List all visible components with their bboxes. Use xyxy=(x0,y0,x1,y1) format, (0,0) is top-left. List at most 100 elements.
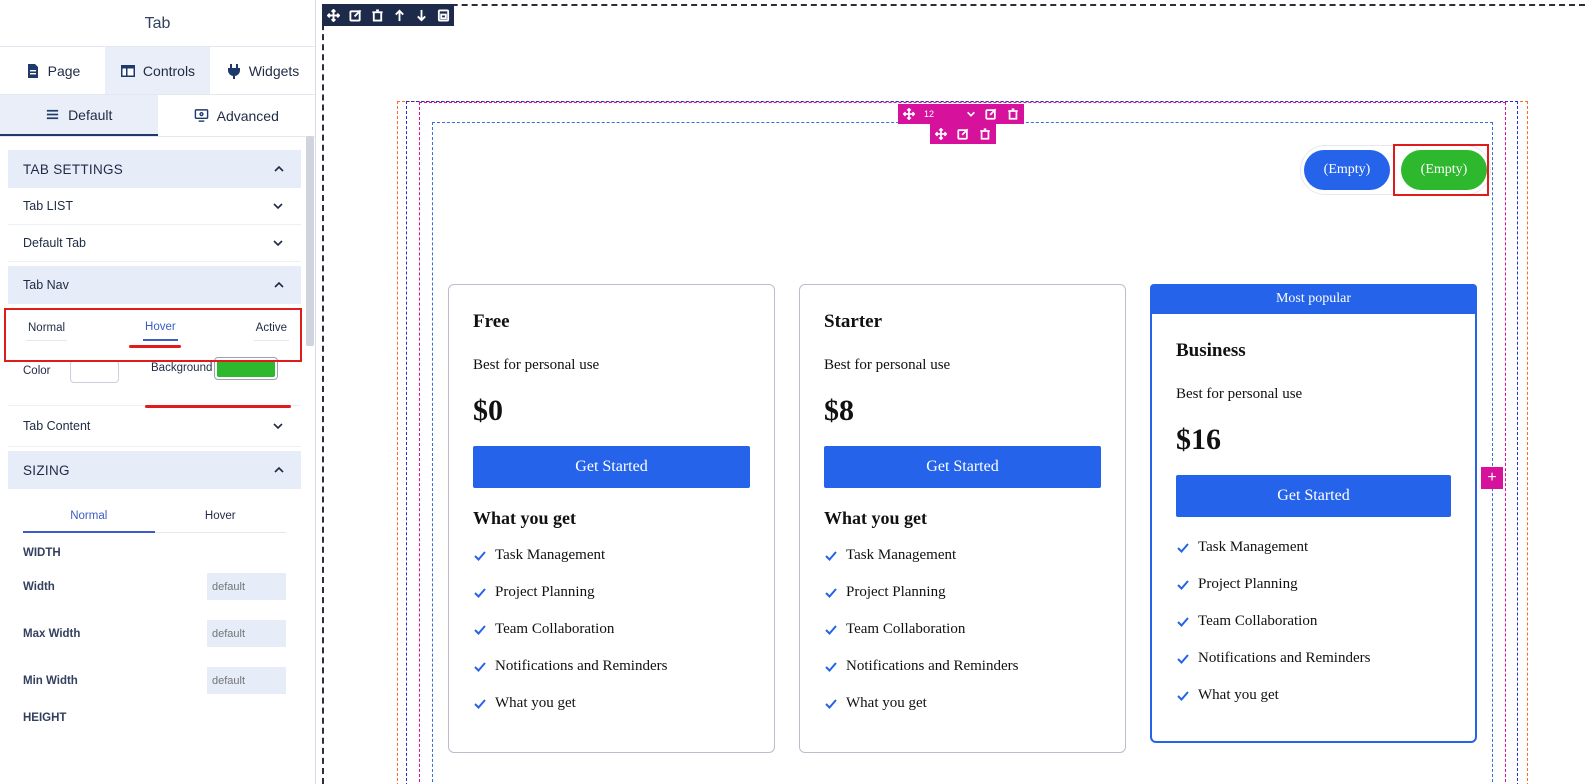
check-icon xyxy=(825,624,837,635)
column-move-button[interactable] xyxy=(930,124,952,144)
tab-nav-item-1-label: (Empty) xyxy=(1323,162,1371,177)
feature-label: Team Collaboration xyxy=(1198,613,1318,629)
row-tab-list[interactable]: Tab LIST xyxy=(8,188,301,225)
check-icon xyxy=(1177,542,1189,553)
chevron-down-icon xyxy=(273,240,283,247)
panel-scrollbar[interactable] xyxy=(306,136,314,346)
settings-panel: Tab Page Controls Widgets Default Advanc… xyxy=(0,0,316,784)
move-up-button[interactable] xyxy=(388,4,410,26)
row-toolbar: 12 xyxy=(898,104,1024,124)
row-move-button[interactable] xyxy=(898,104,920,124)
tab-page[interactable]: Page xyxy=(0,47,105,94)
plan-name: Business xyxy=(1176,340,1246,361)
width-input[interactable] xyxy=(207,573,286,600)
state-hover[interactable]: Hover xyxy=(143,315,178,341)
color-swatch[interactable] xyxy=(70,359,120,383)
get-started-button[interactable]: Get Started xyxy=(824,446,1101,488)
row-tab-content-label: Tab Content xyxy=(23,419,91,433)
field-max-width: Max Width xyxy=(8,610,301,657)
min-width-input[interactable] xyxy=(207,667,286,694)
check-icon xyxy=(474,661,486,672)
check-icon xyxy=(1177,690,1189,701)
check-icon xyxy=(825,661,837,672)
subtab-advanced-label: Advanced xyxy=(216,107,279,124)
tab-controls[interactable]: Controls xyxy=(105,47,210,94)
list-item: Task Management xyxy=(824,537,1101,574)
color-label: Color xyxy=(23,365,51,377)
features-heading: What you get xyxy=(824,508,927,528)
tab-widgets-label: Widgets xyxy=(248,62,300,79)
plan-card-business: Most popular Business Best for personal … xyxy=(1150,284,1477,743)
feature-label: Task Management xyxy=(846,547,957,563)
edit-button[interactable] xyxy=(344,4,366,26)
section-sizing[interactable]: SIZING xyxy=(8,451,301,489)
column-edit-button[interactable] xyxy=(952,124,974,144)
field-width: Width xyxy=(8,563,301,610)
subtab-default-label: Default xyxy=(68,106,113,123)
field-width-label: Width xyxy=(23,580,55,593)
check-icon xyxy=(474,698,486,709)
feature-label: Team Collaboration xyxy=(495,621,615,637)
edit-icon xyxy=(985,108,997,120)
feature-label: Team Collaboration xyxy=(846,621,966,637)
subtab-default[interactable]: Default xyxy=(0,95,158,136)
move-icon xyxy=(903,108,915,120)
check-icon xyxy=(825,587,837,598)
background-swatch[interactable] xyxy=(214,357,278,380)
chevron-up-icon xyxy=(274,281,284,288)
check-icon xyxy=(1177,653,1189,664)
tab-nav-item-2[interactable]: (Empty) xyxy=(1401,150,1487,190)
save-block-button[interactable] xyxy=(432,4,454,26)
plan-desc: Best for personal use xyxy=(824,357,951,373)
check-icon xyxy=(1177,579,1189,590)
max-width-input[interactable] xyxy=(207,620,286,647)
sizing-tab-normal[interactable]: Normal xyxy=(23,501,155,533)
plan-name: Starter xyxy=(824,311,883,332)
list-item: What you get xyxy=(824,685,1101,722)
column-toolbar xyxy=(930,124,996,144)
document-icon xyxy=(27,63,38,78)
tab-nav-color-row: Color Background xyxy=(8,352,301,390)
add-element-button[interactable]: + xyxy=(1481,467,1503,489)
check-icon xyxy=(474,550,486,561)
plan-desc: Best for personal use xyxy=(473,357,600,373)
list-item: Project Planning xyxy=(473,574,750,611)
subtab-advanced[interactable]: Advanced xyxy=(158,95,316,136)
trash-icon xyxy=(371,8,383,22)
get-started-button[interactable]: Get Started xyxy=(473,446,750,488)
section-tab-settings[interactable]: TAB SETTINGS xyxy=(8,150,301,188)
row-default-tab[interactable]: Default Tab xyxy=(8,225,301,262)
section-toolbar xyxy=(322,4,454,26)
most-popular-badge: Most popular xyxy=(1150,284,1477,314)
move-down-button[interactable] xyxy=(410,4,432,26)
field-min-width-label: Min Width xyxy=(23,674,78,687)
list-item: Notifications and Reminders xyxy=(1176,640,1451,677)
arrow-up-icon xyxy=(394,9,404,21)
plan-price: $0 xyxy=(473,394,503,427)
feature-label: What you get xyxy=(495,695,576,711)
move-icon xyxy=(326,8,340,22)
move-icon xyxy=(935,128,947,140)
row-edit-button[interactable] xyxy=(980,104,1002,124)
tab-widgets[interactable]: Widgets xyxy=(210,47,315,94)
state-active[interactable]: Active xyxy=(253,316,289,341)
row-delete-button[interactable] xyxy=(1002,104,1024,124)
delete-button[interactable] xyxy=(366,4,388,26)
row-tab-nav[interactable]: Tab Nav xyxy=(8,266,301,304)
row-tab-list-label: Tab LIST xyxy=(23,199,74,213)
get-started-button[interactable]: Get Started xyxy=(1176,475,1451,517)
spacer xyxy=(8,390,301,406)
panel-title: Tab xyxy=(0,0,315,47)
list-item: Team Collaboration xyxy=(473,611,750,648)
state-normal[interactable]: Normal xyxy=(26,316,68,341)
column-delete-button[interactable] xyxy=(974,124,996,144)
tab-nav-item-2-label: (Empty) xyxy=(1420,162,1468,177)
tab-nav-item-1[interactable]: (Empty) xyxy=(1304,150,1390,190)
field-min-width: Min Width xyxy=(8,657,301,704)
sizing-tab-hover[interactable]: Hover xyxy=(154,501,286,533)
move-button[interactable] xyxy=(322,4,344,26)
save-icon xyxy=(437,8,449,22)
row-tab-content[interactable]: Tab Content xyxy=(8,406,301,447)
feature-label: Notifications and Reminders xyxy=(846,658,1019,674)
column-select[interactable]: 12 xyxy=(920,109,980,119)
